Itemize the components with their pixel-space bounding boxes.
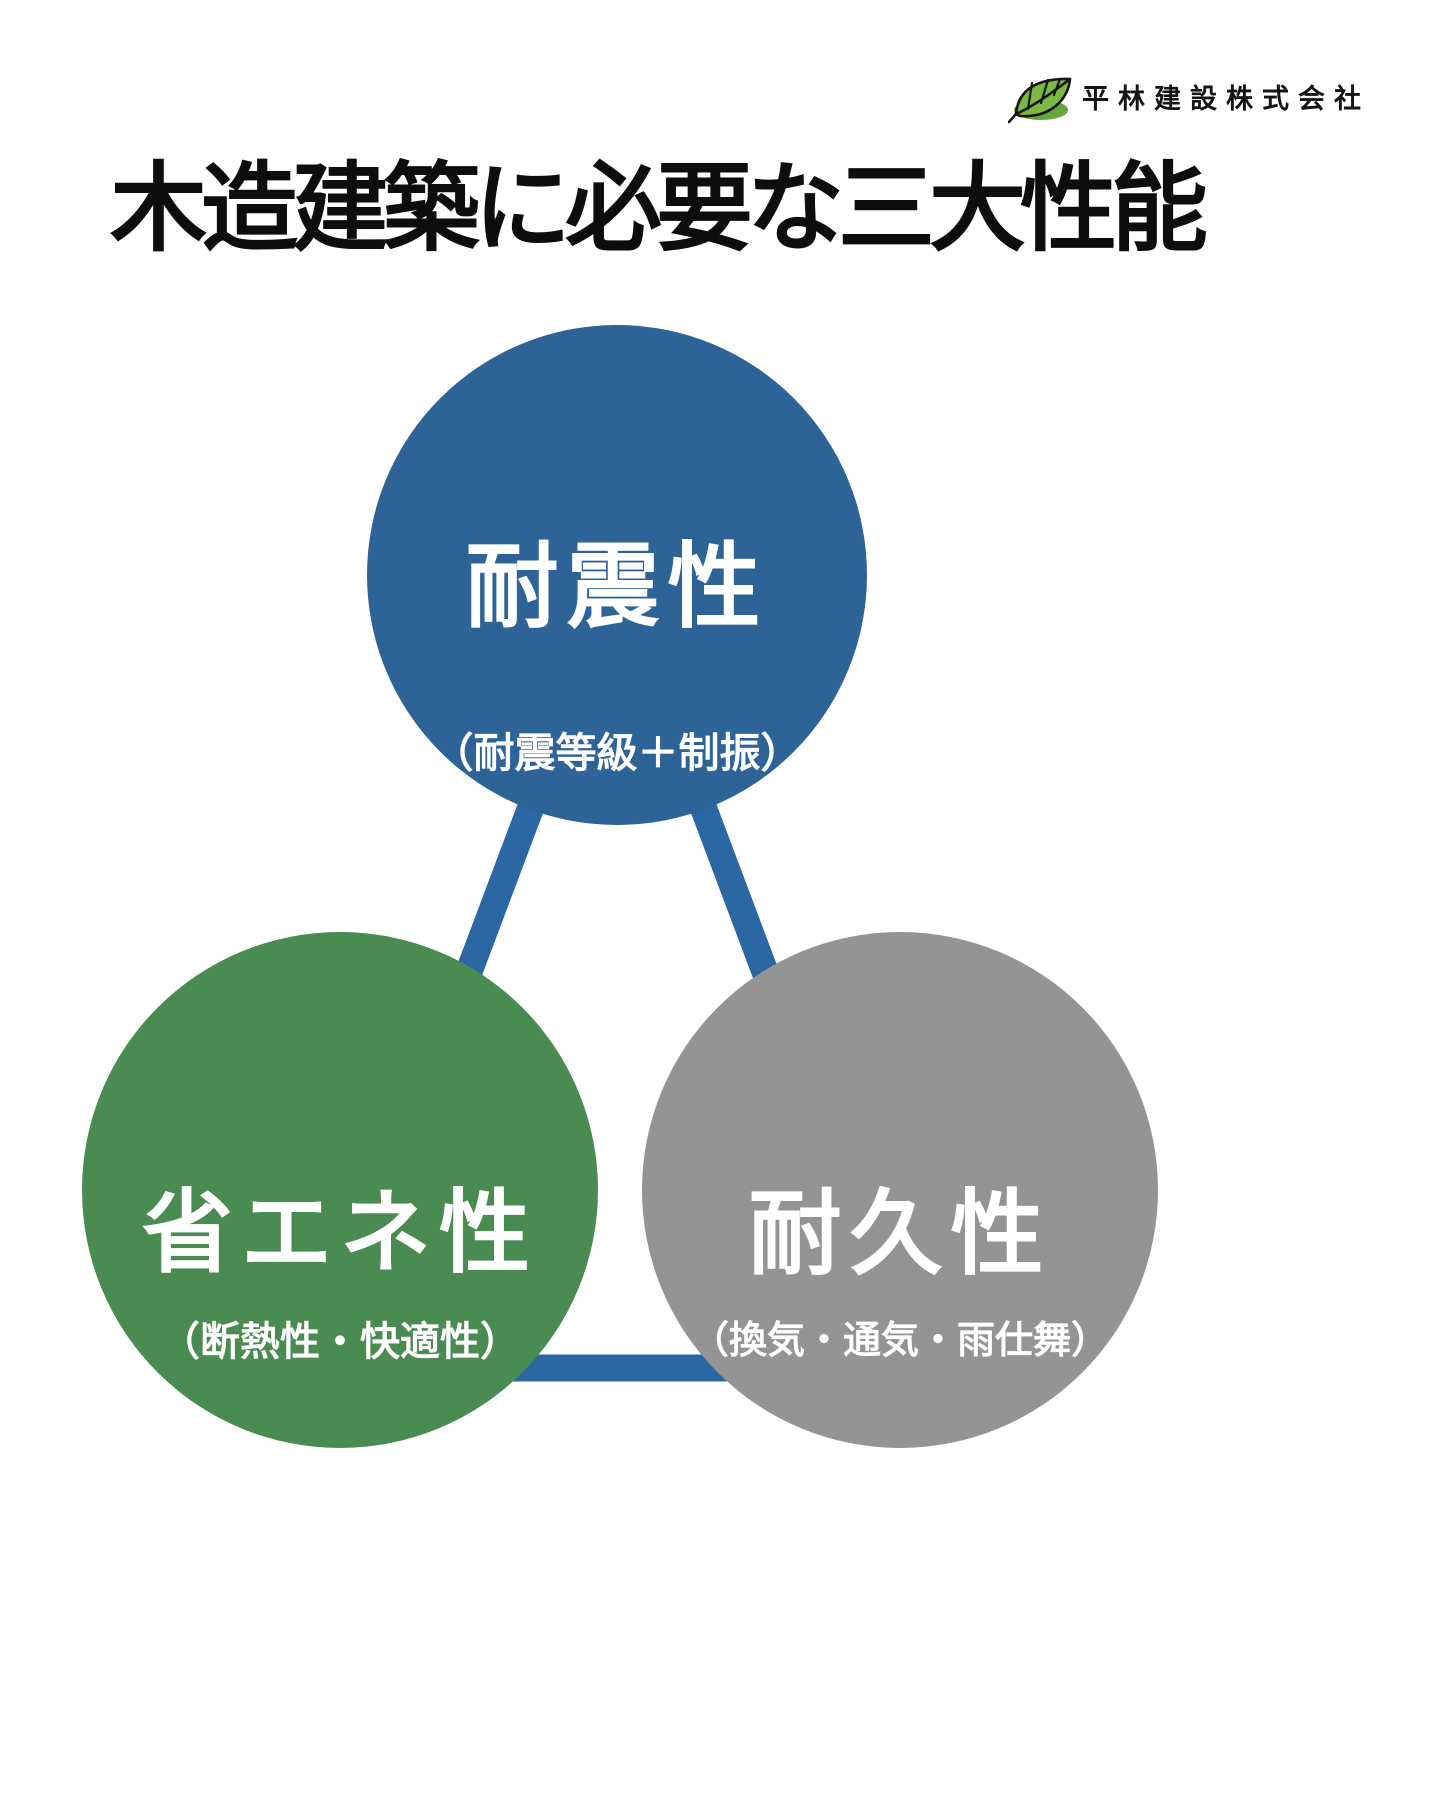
circle-durability-sublabel: （換気・通気・雨仕舞） bbox=[690, 1320, 1109, 1362]
company-name: 平林建設株式会社 bbox=[1082, 84, 1370, 114]
circle-seismic-sublabel: （耐震等級＋制振） bbox=[432, 730, 802, 776]
leaf-icon bbox=[1007, 68, 1078, 131]
leaf-midrib bbox=[1007, 77, 1072, 124]
company-logo: 平林建設株式会社 bbox=[1007, 68, 1370, 131]
circle-seismic-label: 耐震性 bbox=[465, 535, 769, 639]
leaf-veins bbox=[1026, 77, 1062, 111]
circle-energy: 省エネ性 （断熱性・快適性） bbox=[82, 932, 598, 1448]
page-title: 木造建築に必要な三大性能 bbox=[110, 154, 1208, 263]
circle-durability: 耐久性 （換気・通気・雨仕舞） bbox=[642, 932, 1158, 1448]
circle-seismic: 耐震性 （耐震等級＋制振） bbox=[367, 325, 867, 825]
circle-energy-label: 省エネ性 bbox=[141, 1183, 538, 1284]
circle-durability-label: 耐久性 bbox=[748, 1182, 1052, 1286]
circle-energy-sublabel: （断熱性・快適性） bbox=[160, 1320, 520, 1364]
